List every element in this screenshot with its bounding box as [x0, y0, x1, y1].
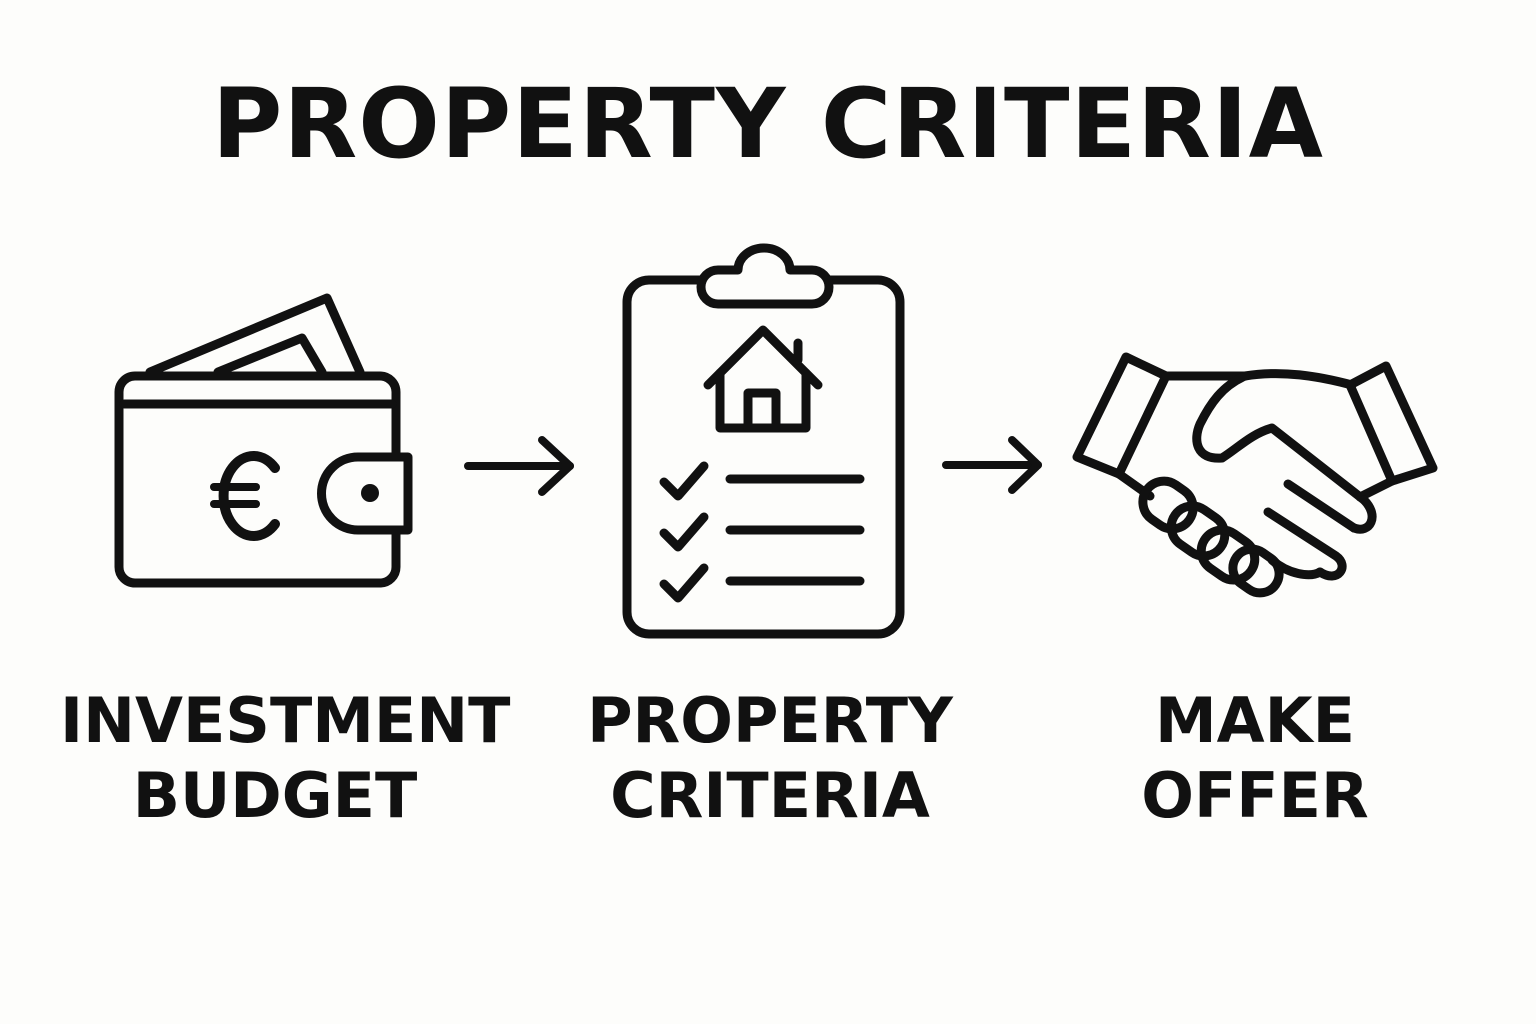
step-label-line: MAKE [1154, 684, 1356, 757]
arrow-right-icon [460, 430, 585, 500]
step-label-make-offer: MAKE OFFER [1080, 683, 1430, 833]
arrow-right-icon [937, 430, 1052, 500]
step-label-line: CRITERIA [610, 759, 930, 832]
clipboard-house-checklist-icon [615, 240, 915, 650]
page-title: PROPERTY CRITERIA [212, 68, 1324, 180]
wallet-euro-icon [110, 290, 430, 600]
step-label-line: OFFER [1141, 759, 1369, 832]
step-label-line: PROPERTY [587, 684, 953, 757]
step-label-line: INVESTMENT [60, 684, 511, 757]
step-label-line: BUDGET [132, 759, 418, 832]
step-label-investment-budget: INVESTMENT BUDGET [60, 683, 511, 833]
step-label-property-criteria: PROPERTY CRITERIA [560, 683, 980, 833]
handshake-icon [1065, 345, 1450, 598]
